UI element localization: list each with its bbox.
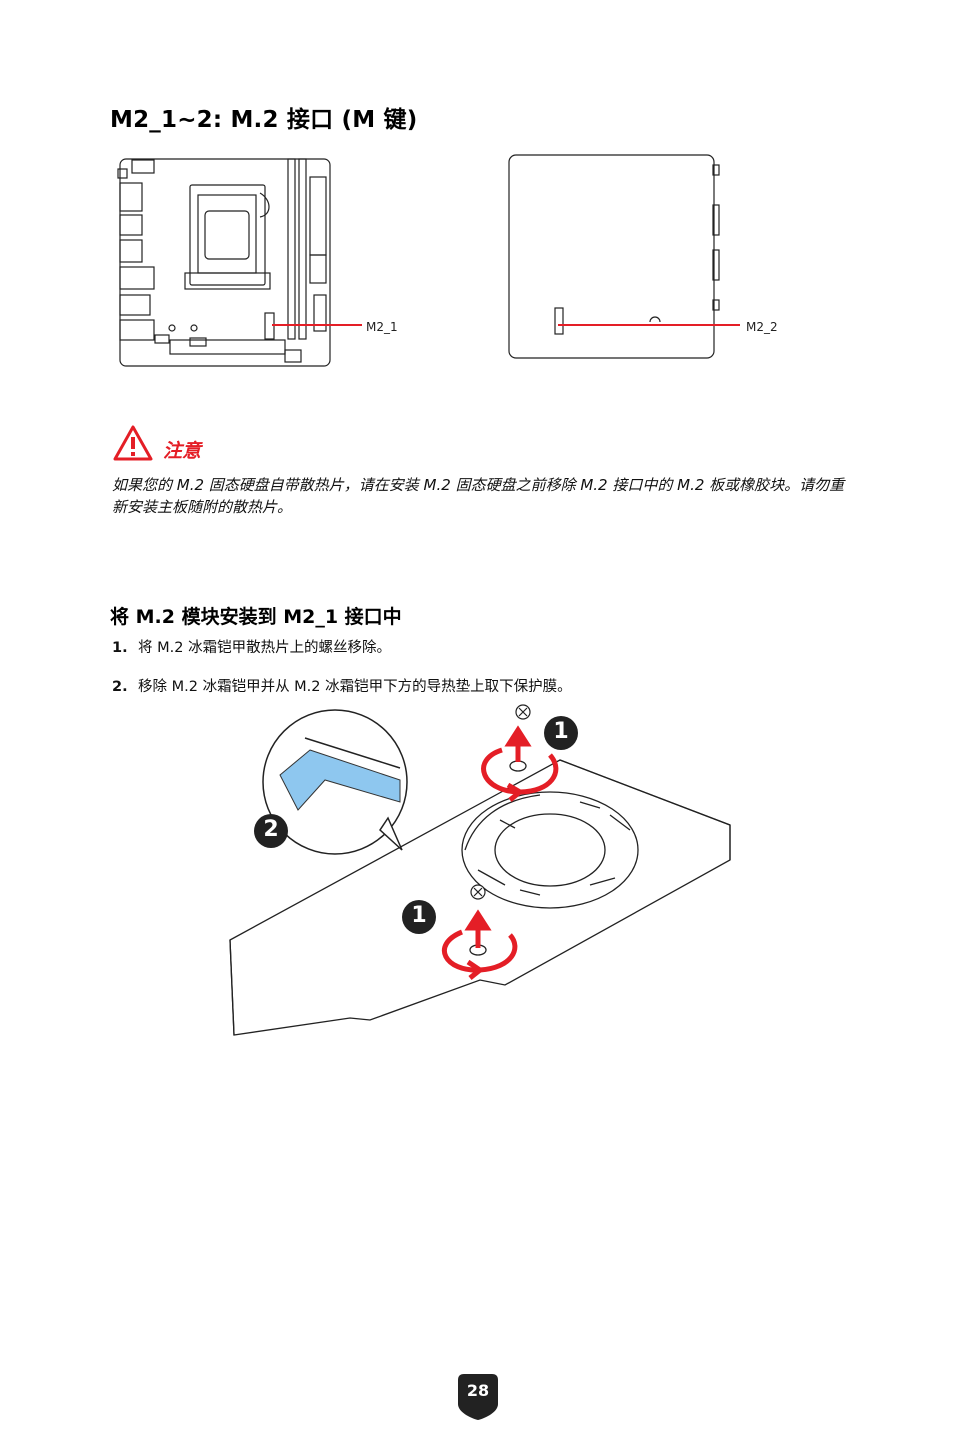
board-backside-diagram — [508, 154, 740, 359]
screw-icon — [515, 704, 531, 720]
callout-badge — [254, 814, 288, 848]
page-number: 28 — [466, 1381, 490, 1400]
callout-two: 2 — [263, 817, 279, 842]
caution-title: 注意 — [163, 440, 202, 462]
caution-text: 如果您的 M.2 固态硬盘自带散热片，请在安装 M.2 固态硬盘之前移除 M.2… — [112, 476, 845, 516]
callout-one-top: 1 — [553, 719, 569, 744]
callout-one-bottom: 1 — [411, 903, 427, 928]
remove-arrow-icon — [481, 725, 559, 802]
callout-badge — [544, 716, 578, 750]
callout-badge — [402, 900, 436, 934]
heatsink-illustration — [229, 704, 731, 1036]
step-2: 2. 移除 M.2 冰霜铠甲并从 M.2 冰霜铠甲下方的导热垫上取下保护膜。 — [112, 675, 572, 696]
step-2-number: 2. — [112, 679, 128, 695]
step-1: 1. 将 M.2 冰霜铠甲散热片上的螺丝移除。 — [112, 636, 391, 657]
screw-icon — [470, 884, 486, 900]
m2-1-label: M2_1 — [366, 320, 398, 334]
step-2-text: 移除 M.2 冰霜铠甲并从 M.2 冰霜铠甲下方的导热垫上取下保护膜。 — [138, 679, 572, 695]
remove-arrow-icon — [441, 909, 518, 980]
m2-2-label: M2_2 — [746, 320, 778, 334]
section-title: 将 M.2 模块安装到 M2_1 接口中 — [110, 606, 402, 628]
step-1-text: 将 M.2 冰霜铠甲散热片上的螺丝移除。 — [138, 640, 392, 656]
warning-icon — [113, 425, 153, 461]
page-number-badge — [458, 1374, 498, 1420]
page-heading: M2_1~2: M.2 接口 (M 键) — [110, 107, 418, 133]
motherboard-diagram — [117, 158, 362, 367]
step-1-number: 1. — [112, 640, 128, 656]
thermal-pad-zoom — [262, 709, 408, 855]
